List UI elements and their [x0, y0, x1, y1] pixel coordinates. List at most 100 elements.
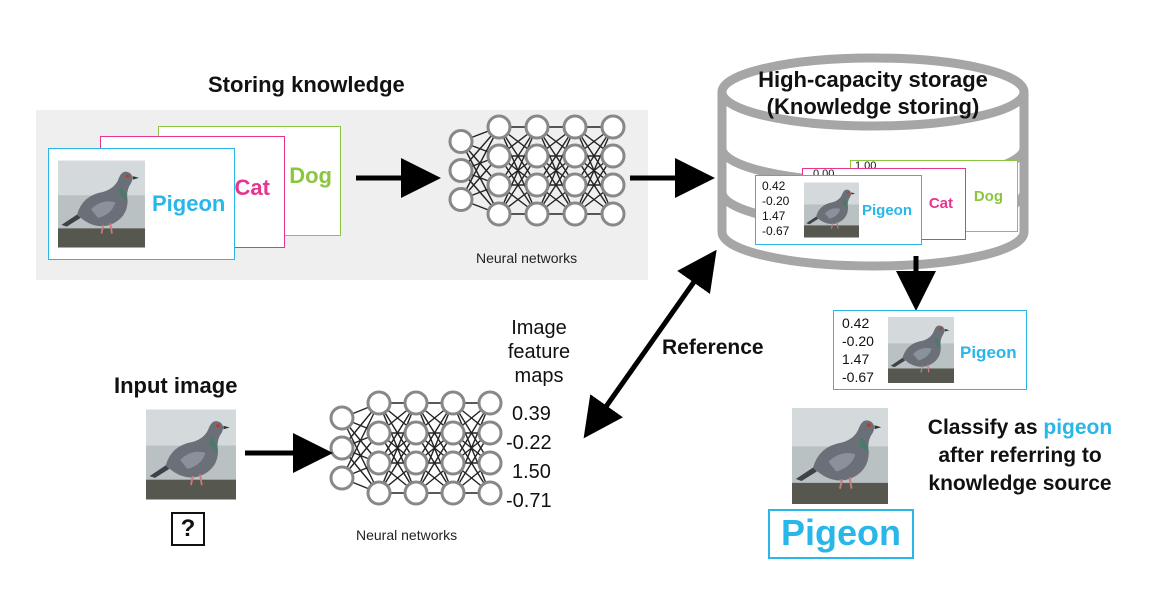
result-text-line1: Classify as pigeon	[900, 414, 1140, 442]
neural-network-icon-bottom	[329, 390, 503, 506]
retrieved-card: 0.42 -0.20 1.47 -0.67 Pigeon	[833, 310, 1027, 390]
network-node	[486, 114, 512, 140]
neural-network-icon-top	[448, 114, 626, 227]
network-node	[448, 129, 474, 154]
unknown-mark-box: ?	[171, 512, 205, 546]
network-node	[403, 450, 429, 476]
network-node	[477, 480, 503, 506]
network-node	[524, 114, 550, 140]
card-pigeon: Pigeon	[48, 148, 235, 260]
network-node	[486, 172, 512, 198]
input-features: 0.39 -0.22 1.50 -0.71	[506, 400, 552, 516]
result-pigeon-photo	[792, 408, 888, 504]
input-feature-4: -0.71	[506, 490, 552, 512]
storing-knowledge-title: Storing knowledge	[208, 72, 405, 97]
network-node	[366, 390, 392, 416]
network-node	[477, 420, 503, 446]
network-node	[600, 143, 626, 169]
network-node	[562, 114, 588, 140]
network-node	[366, 420, 392, 446]
result-text: Classify as pigeon after referring to kn…	[900, 414, 1140, 498]
retrieved-pigeon-photo	[888, 317, 954, 383]
retrieved-feature-4: -0.67	[842, 369, 874, 385]
network-node	[448, 158, 474, 183]
input-feature-3: 1.50	[512, 461, 551, 483]
retrieved-feature-1: 0.42	[842, 315, 870, 331]
network-connection	[498, 126, 538, 215]
network-node	[440, 480, 466, 506]
network-node	[486, 201, 512, 227]
storage-card-dog-label: Dog	[973, 188, 1003, 205]
network-node	[440, 390, 466, 416]
input-network-caption: Neural networks	[356, 527, 458, 543]
network-node	[600, 114, 626, 140]
network-node	[562, 143, 588, 169]
network-connection	[378, 402, 417, 494]
result-text-highlight: pigeon	[1043, 416, 1113, 439]
storage-pigeon-photo	[804, 181, 859, 239]
feature-maps-title-line1: Image	[511, 317, 567, 339]
storage-title-line1: High-capacity storage	[758, 67, 988, 92]
network-connection	[415, 402, 454, 494]
network-node	[600, 201, 626, 227]
network-node	[329, 405, 355, 431]
network-node	[366, 450, 392, 476]
card-cat-label: Cat	[234, 175, 270, 200]
storage-feature-4: -0.67	[762, 224, 790, 238]
network-node	[600, 172, 626, 198]
storage-card-cat-label: Cat	[928, 195, 953, 212]
network-node	[562, 201, 588, 227]
input-image-title: Input image	[114, 373, 238, 398]
network-node	[366, 480, 392, 506]
feature-maps-title: Image feature maps	[500, 316, 578, 388]
storage-card-pigeon-label: Pigeon	[862, 202, 913, 219]
storing-network-caption: Neural networks	[476, 250, 578, 266]
pigeon-photo	[58, 160, 145, 248]
network-node	[477, 450, 503, 476]
network-node	[440, 450, 466, 476]
input-pigeon-photo	[146, 408, 236, 501]
network-node	[440, 420, 466, 446]
input-feature-2: -0.22	[506, 432, 552, 454]
reference-double-arrow	[583, 249, 717, 439]
network-node	[329, 465, 355, 491]
result-text-prefix: Classify as	[927, 416, 1044, 439]
network-node	[448, 187, 474, 212]
result-text-line2: after referring to	[938, 444, 1102, 467]
retrieved-feature-2: -0.20	[842, 333, 874, 349]
storage-feature-2: -0.20	[762, 194, 790, 208]
network-connection	[574, 126, 614, 215]
storage-feature-3: 1.47	[762, 209, 786, 223]
result-text-line3: knowledge source	[928, 472, 1112, 495]
storage-pigeon-features: 0.42 -0.20 1.47 -0.67	[762, 179, 789, 239]
card-dog-label: Dog	[289, 163, 332, 188]
card-pigeon-label: Pigeon	[152, 191, 226, 216]
network-connection	[341, 402, 380, 479]
network-node	[524, 172, 550, 198]
storage-title-line2: (Knowledge storing)	[766, 94, 980, 119]
network-node	[524, 201, 550, 227]
storage-card-pigeon: 0.42 -0.20 1.47 -0.67 Pigeon	[755, 175, 922, 245]
storage-title: High-capacity storage (Knowledge storing…	[740, 66, 1006, 120]
reference-label: Reference	[662, 336, 764, 359]
network-node	[329, 435, 355, 461]
network-node	[403, 420, 429, 446]
network-connection	[460, 126, 500, 200]
storage-cylinder-icon	[717, 53, 1029, 271]
network-node	[403, 390, 429, 416]
result-answer-box: Pigeon	[768, 509, 914, 559]
storage-card-dog-partial-number: 1.00	[855, 161, 877, 169]
network-node	[403, 480, 429, 506]
retrieved-feature-3: 1.47	[842, 351, 870, 367]
feature-maps-title-line2: feature	[507, 341, 571, 363]
retrieved-label: Pigeon	[960, 343, 1017, 362]
network-node	[486, 143, 512, 169]
network-node	[562, 172, 588, 198]
feature-maps-title-line3: maps	[514, 365, 564, 387]
network-connection	[452, 402, 491, 494]
network-node	[524, 143, 550, 169]
network-node	[477, 390, 503, 416]
storage-card-cat-partial-number: 0.00	[813, 169, 835, 176]
input-feature-1: 0.39	[512, 403, 551, 425]
storage-feature-1: 0.42	[762, 179, 786, 193]
